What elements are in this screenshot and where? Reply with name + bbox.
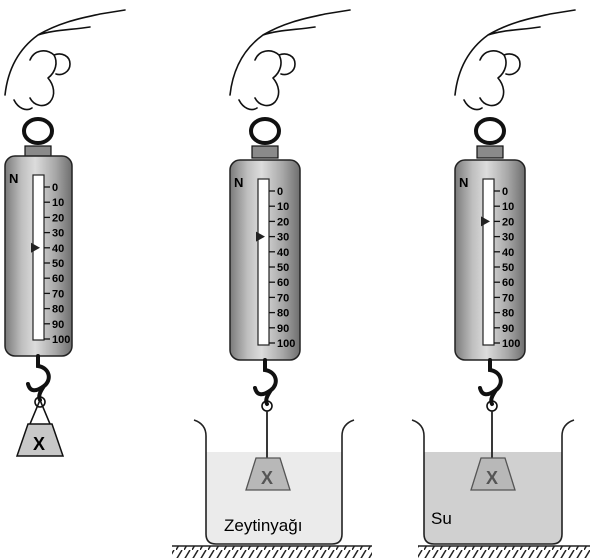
scale-tick-label: 30 (277, 232, 289, 244)
scale-tick-label: 60 (277, 277, 289, 289)
scale-tick-label: 100 (502, 338, 520, 350)
beaker (193, 419, 355, 545)
table-surface (418, 546, 590, 558)
hand-icon (454, 9, 576, 111)
object-x (470, 457, 516, 491)
setup-water: N 0 10 20 30 40 50 60 70 80 90 100 X Su (411, 9, 590, 558)
scale-hook (478, 358, 503, 406)
beaker-liquid-olive-oil (206, 452, 342, 544)
object-x-label: X (33, 434, 45, 454)
liquid-label-olive-oil: Zeytinyağı (224, 516, 302, 535)
spring-scale-top-cap (251, 145, 279, 159)
weight-hook-eye (34, 396, 46, 408)
object-x (15, 423, 65, 457)
scale-pointer (256, 231, 265, 242)
scale-tick-label: 40 (502, 247, 514, 259)
scale-tick-label: 70 (277, 292, 289, 304)
scale-tick-label: 30 (52, 228, 64, 240)
unit-label: N (9, 171, 18, 186)
liquid-label-water: Su (431, 509, 452, 528)
spring-scale-ring (249, 117, 281, 145)
scale-tick-label: 70 (52, 288, 64, 300)
table-surface (172, 546, 372, 558)
scale-pointer (481, 216, 490, 227)
scale-tick-label: 20 (502, 216, 514, 228)
scale-tick-label: 10 (52, 197, 64, 209)
scale-pointer (31, 242, 40, 253)
setup-air: N 0 10 20 30 40 50 60 70 80 90 100 X (4, 9, 126, 457)
spring-scale-ring (22, 117, 54, 145)
scale-tick-label: 90 (52, 319, 64, 331)
weight-loop (29, 399, 51, 425)
scale-tick-label: 0 (277, 186, 283, 198)
scale-window (32, 174, 45, 341)
spring-scale-top-cap (476, 145, 504, 159)
scale-hook (26, 354, 51, 402)
scale-tick-label: 80 (277, 308, 289, 320)
spring-scale-ring (474, 117, 506, 145)
scale-tick-label: 50 (277, 262, 289, 274)
scale-tick-label: 60 (52, 273, 64, 285)
scale-tick-label: 0 (502, 186, 508, 198)
scale-tick-label: 20 (52, 212, 64, 224)
scale-tick-label: 90 (277, 323, 289, 335)
scale-tick-label: 40 (52, 243, 64, 255)
hand-icon (4, 9, 126, 111)
scale-window (482, 178, 495, 346)
scale-tick-label: 80 (52, 304, 64, 316)
scale-window (257, 178, 270, 346)
object-x-label: X (486, 468, 498, 488)
scale-tick-label: 50 (502, 262, 514, 274)
beaker-liquid-water (424, 452, 562, 544)
scale-tick-label: 100 (52, 334, 70, 346)
scale-tick-label: 80 (502, 308, 514, 320)
hand-icon (229, 9, 351, 111)
scale-tick-label: 10 (277, 201, 289, 213)
scale-tick-label: 70 (502, 292, 514, 304)
scale-ticks: 0 10 20 30 40 50 60 70 80 90 100 (269, 186, 295, 350)
scale-tick-label: 0 (52, 182, 58, 194)
scale-tick-label: 40 (277, 247, 289, 259)
scale-ticks: 0 10 20 30 40 50 60 70 80 90 100 (494, 186, 520, 350)
scale-tick-label: 50 (52, 258, 64, 270)
object-x-label: X (261, 468, 273, 488)
scale-tick-label: 90 (502, 323, 514, 335)
scale-tick-label: 30 (502, 232, 514, 244)
beaker (411, 419, 575, 545)
unit-label: N (234, 175, 243, 190)
scale-tick-label: 60 (502, 277, 514, 289)
unit-label: N (459, 175, 468, 190)
scale-tick-label: 10 (502, 201, 514, 213)
scale-ticks: 0 10 20 30 40 50 60 70 80 90 100 (44, 182, 70, 346)
setup-olive-oil: N 0 10 20 30 40 50 60 70 80 90 100 X Zeytinyağı (172, 9, 372, 558)
scale-tick-label: 100 (277, 338, 295, 350)
object-x (245, 457, 291, 491)
scale-tick-label: 20 (277, 216, 289, 228)
scale-hook (253, 358, 278, 406)
